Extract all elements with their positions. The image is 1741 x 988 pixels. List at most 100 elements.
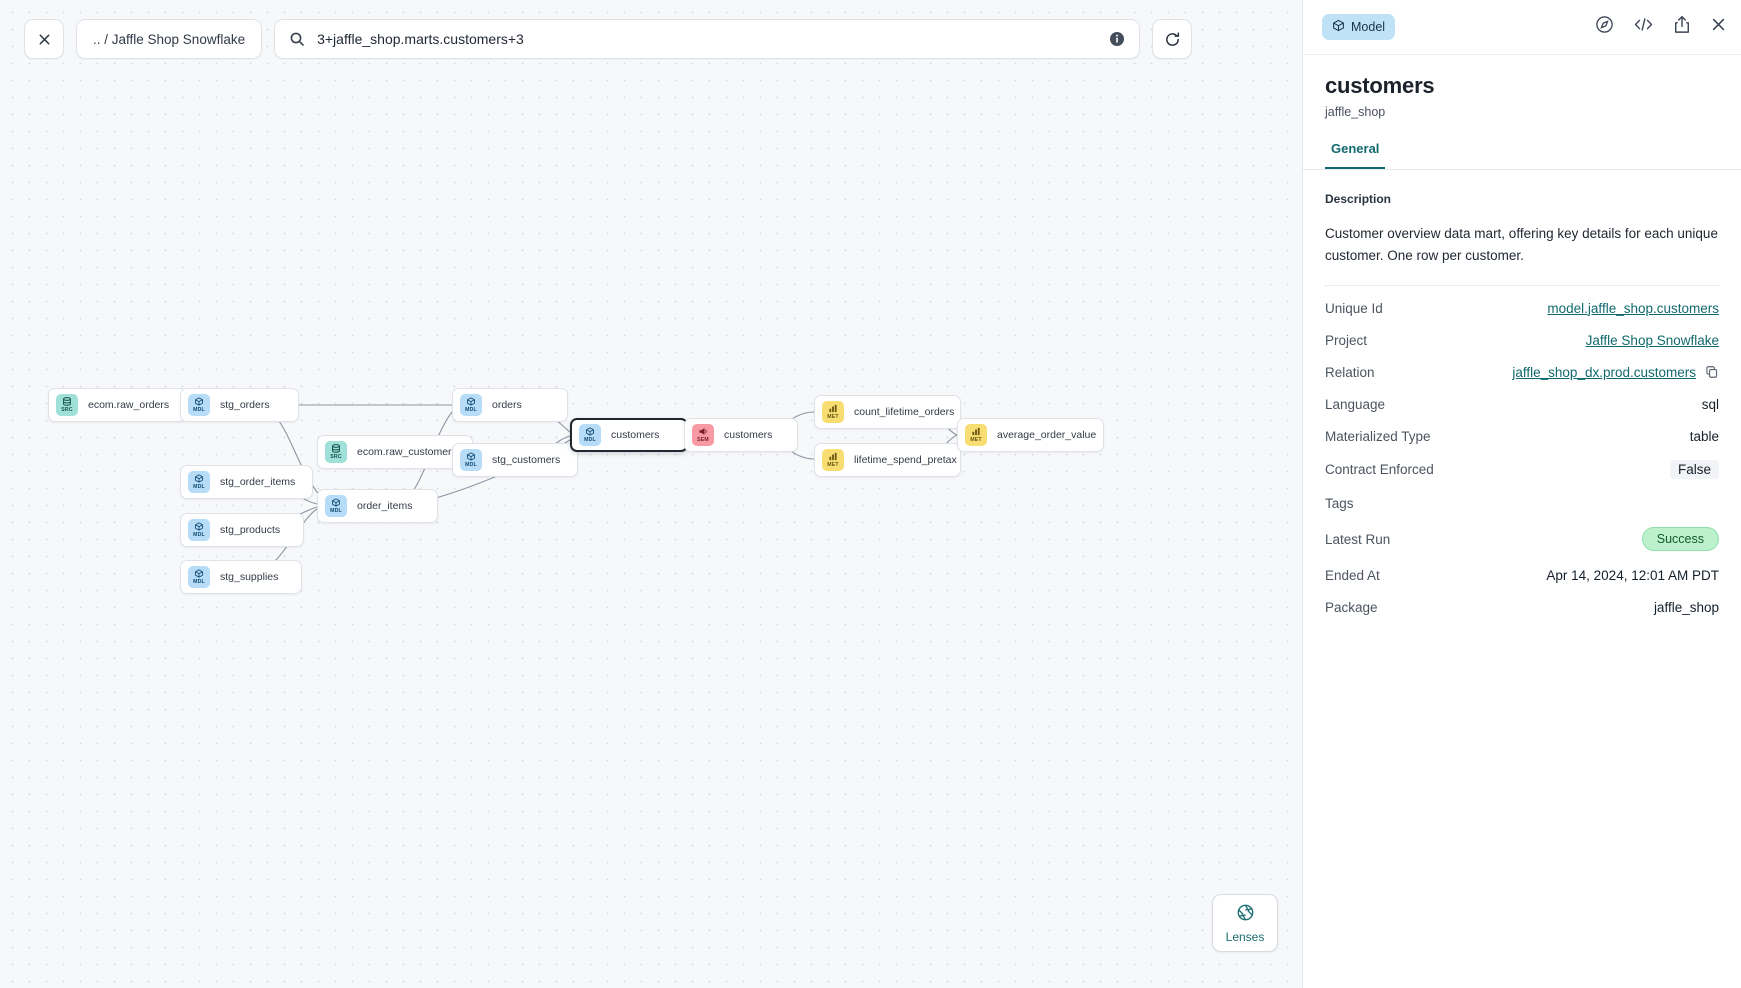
graph-canvas[interactable]: .. / Jaffle Shop Snowflake 3+jaffle_shop… [0,0,1302,988]
property-value[interactable]: Jaffle Shop Snowflake [1585,332,1719,348]
property-key: Relation [1325,364,1375,380]
property-value: table [1689,428,1719,444]
panel-tabs: General [1303,141,1741,170]
property-value: jaffle_shop [1653,599,1719,615]
panel-actions [1595,15,1727,39]
node-label: order_items [357,500,413,512]
node-label: lifetime_spend_pretax [854,454,957,466]
code-icon[interactable] [1633,15,1654,39]
property-value-wrap: jaffle_shop [1654,600,1719,615]
property-key: Contract Enforced [1325,462,1434,477]
node-type-badge-met: MET [822,449,844,471]
graph-node-customers_model[interactable]: MDL customers [570,418,688,452]
node-label: stg_order_items [220,476,296,488]
property-key: Language [1325,396,1386,412]
node-label: customers [724,429,773,441]
property-row: Tags [1325,487,1719,519]
aperture-icon [1236,903,1255,927]
node-type-badge-mdl: MDL [579,424,601,446]
property-value: False [1669,460,1719,479]
graph-node-lifetime_spend_pretax[interactable]: MET lifetime_spend_pretax [814,443,961,477]
lenses-button[interactable]: Lenses [1212,894,1278,952]
divider [1325,285,1719,286]
node-label: stg_products [220,524,281,536]
node-label: average_order_value [997,429,1097,441]
node-type-badge-mdl: MDL [325,495,347,517]
property-row: Contract Enforced False [1325,452,1719,487]
canvas-toolbar: .. / Jaffle Shop Snowflake 3+jaffle_shop… [24,19,1193,59]
node-type-badge-met: MET [822,401,844,423]
node-type-badge-mdl: MDL [188,394,210,416]
node-label: stg_orders [220,399,270,411]
panel-title-block: customers jaffle_shop [1303,55,1741,119]
lenses-label: Lenses [1225,929,1265,944]
property-value-wrap: sql [1702,397,1719,412]
node-label: customers [611,429,660,441]
property-key: Tags [1325,495,1354,511]
description-text: Customer overview data mart, offering ke… [1325,226,1718,263]
description-label: Description [1325,192,1392,206]
property-value[interactable]: model.jaffle_shop.customers [1547,300,1719,316]
resource-type-label: Model [1351,20,1386,34]
graph-node-customers_semantic[interactable]: SEM customers [684,418,798,452]
search-icon [289,31,305,47]
graph-node-stg_orders[interactable]: MDL stg_orders [180,388,299,422]
graph-node-order_items[interactable]: MDL order_items [317,489,438,523]
cube-icon [1332,19,1345,35]
node-label: stg_customers [492,454,561,466]
property-value: Apr 14, 2024, 12:01 AM PDT [1546,567,1719,583]
property-value-wrap: False [1669,460,1719,479]
node-type-badge-mdl: MDL [460,394,482,416]
page-title: customers [1325,73,1435,98]
graph-node-stg_products[interactable]: MDL stg_products [180,513,304,547]
share-icon[interactable] [1673,15,1691,39]
property-value-wrap: jaffle_shop_dx.prod.customers [1512,365,1719,380]
property-key: Ended At [1325,567,1380,583]
search-input[interactable]: 3+jaffle_shop.marts.customers+3 [274,19,1141,59]
copy-icon[interactable] [1705,365,1719,379]
property-row: Relation jaffle_shop_dx.prod.customers [1325,356,1719,388]
node-type-badge-mdl: MDL [188,566,210,588]
property-row: Project Jaffle Shop Snowflake [1325,324,1719,356]
property-value[interactable]: jaffle_shop_dx.prod.customers [1512,364,1696,380]
breadcrumb[interactable]: .. / Jaffle Shop Snowflake [76,19,263,59]
node-type-badge-src: SRC [325,441,347,463]
details-panel: Model [1302,0,1741,988]
close-icon[interactable] [1710,16,1727,38]
property-value-wrap: model.jaffle_shop.customers [1547,301,1719,316]
property-value-wrap: Apr 14, 2024, 12:01 AM PDT [1546,568,1719,583]
property-row: Language sql [1325,388,1719,420]
node-type-badge-sem: SEM [692,424,714,446]
property-key: Unique Id [1325,300,1383,316]
graph-node-stg_supplies[interactable]: MDL stg_supplies [180,560,302,594]
property-key: Package [1325,599,1378,615]
node-label: stg_supplies [220,571,279,583]
property-row: Package jaffle_shop [1325,591,1719,623]
node-type-badge-mdl: MDL [188,519,210,541]
close-button[interactable] [24,19,64,59]
property-key: Project [1325,332,1368,348]
refresh-button[interactable] [1152,19,1193,59]
property-value-wrap: Success [1641,527,1719,551]
property-value-wrap: Jaffle Shop Snowflake [1586,333,1719,348]
search-value: 3+jaffle_shop.marts.customers+3 [317,31,524,47]
refresh-icon [1165,31,1179,46]
tab-general[interactable]: General [1325,141,1386,169]
property-row: Unique Id model.jaffle_shop.customers [1325,292,1719,324]
panel-header: Model [1303,0,1741,55]
info-icon[interactable] [1109,31,1125,47]
property-key: Latest Run [1325,531,1391,547]
resource-type-chip[interactable]: Model [1322,14,1396,40]
node-label: ecom.raw_orders [88,399,170,411]
explore-icon[interactable] [1595,15,1614,39]
